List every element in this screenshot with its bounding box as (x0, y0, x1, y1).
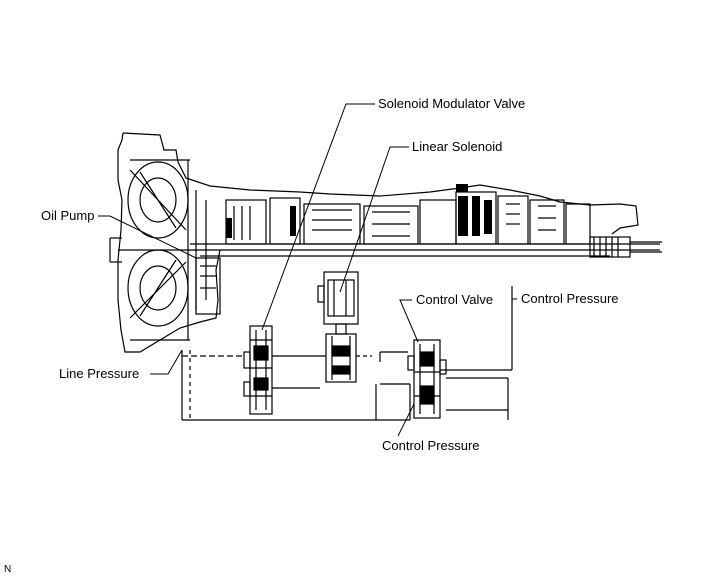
label-control-valve: Control Valve (415, 292, 495, 307)
control-valve-body (407, 339, 447, 419)
hydraulic-lines (181, 286, 513, 421)
clutch-packs (226, 184, 492, 238)
figure-code: N (3, 564, 13, 576)
label-control-pressure-bottom: Control Pressure (381, 438, 481, 453)
solenoid-modulator-valve-body (243, 325, 273, 415)
leader-lines (98, 103, 517, 437)
label-line-pressure: Line Pressure (58, 366, 141, 381)
label-oil-pump: Oil Pump (40, 208, 96, 223)
linear-solenoid-body (317, 271, 359, 383)
transmission-case-outline (109, 132, 662, 353)
label-linear-solenoid: Linear Solenoid (411, 139, 504, 154)
label-control-pressure-right: Control Pressure (520, 291, 620, 306)
label-solenoid-modulator-valve: Solenoid Modulator Valve (377, 96, 527, 111)
